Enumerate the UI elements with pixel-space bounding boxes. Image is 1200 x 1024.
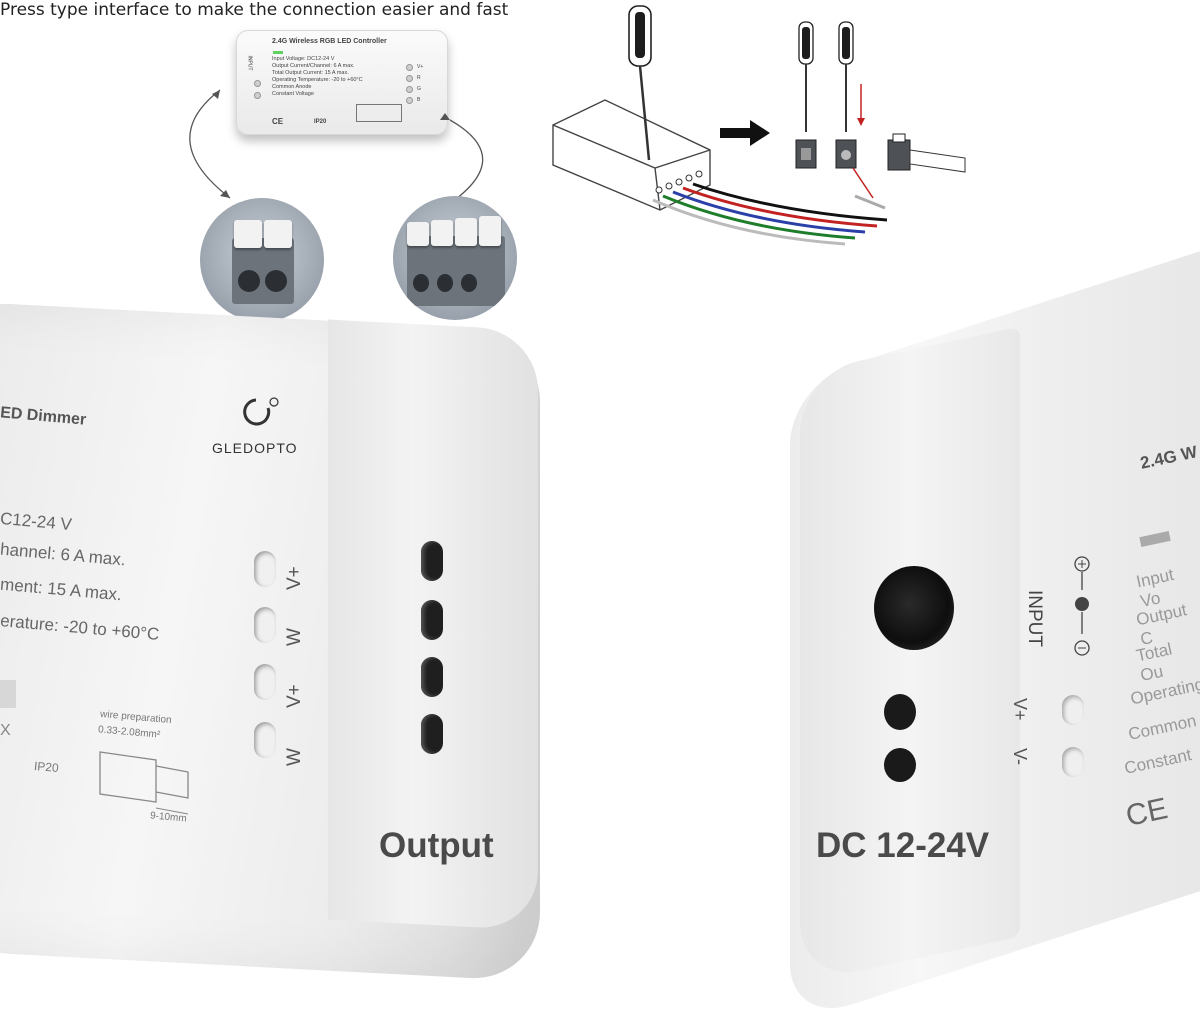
dc-pin-hole <box>1062 747 1084 777</box>
mini-controller-title: 2.4G Wireless RGB LED Controller <box>272 38 387 45</box>
mini-pin-label: G <box>417 86 421 92</box>
output-pin-hole <box>254 607 276 643</box>
installation-diagram <box>552 5 966 246</box>
mini-input-pin <box>254 80 261 87</box>
two-pin-terminal-photo <box>200 198 324 322</box>
mini-pin-label: B <box>417 97 421 103</box>
output-pin-label: V+ <box>284 684 305 708</box>
mini-pin-label: R <box>417 75 421 81</box>
output-pin-hole <box>254 722 276 758</box>
dc-polarity-icon <box>1074 556 1090 656</box>
mini-line: Total Output Current: 15 A max. <box>272 70 349 76</box>
dc-pin-label: V+ <box>1010 698 1030 721</box>
four-pin-terminal-photo <box>393 196 517 320</box>
output-terminal-opening <box>421 600 443 640</box>
wire-strip-diagram <box>99 751 189 815</box>
mini-line: Common Anode <box>272 84 312 90</box>
mini-input-label: INPUT <box>246 55 253 71</box>
mini-output-pin <box>406 64 413 71</box>
mini-line: Output Current/Channel: 6 A max. <box>272 63 355 69</box>
dc-caption: DC 12-24V <box>816 826 990 865</box>
dc-pin-hole <box>1062 695 1084 725</box>
mini-output-pin <box>406 97 413 104</box>
output-terminal-opening <box>421 657 443 697</box>
dc-wire-hole <box>884 748 916 782</box>
logo-fragment <box>0 680 16 708</box>
dc-input-label: INPUT <box>1024 590 1045 647</box>
output-pin-label: V+ <box>284 566 305 590</box>
mini-input-pin <box>254 92 261 99</box>
output-pin-label: W <box>284 628 305 646</box>
mini-ip-rating: IP20 <box>314 119 327 125</box>
dc-jack <box>874 566 954 650</box>
mini-line: Operating Temperature: -20 to +60°C <box>272 77 363 83</box>
install-caption: Press type interface to make the connect… <box>0 0 509 20</box>
output-pin-label: W <box>284 748 305 766</box>
brand-name: GLEDOPTO <box>212 440 298 456</box>
output-terminal-opening <box>421 541 443 581</box>
mini-wire-diagram <box>356 104 402 122</box>
output-caption: Output <box>379 826 494 865</box>
mini-line: Input Voltage: DC12-24 V <box>272 56 335 62</box>
mini-output-pin <box>406 86 413 93</box>
mini-output-pin <box>406 75 413 82</box>
mini-pin-label: V+ <box>417 64 424 70</box>
mini-ce-mark: CE <box>272 117 284 126</box>
dc-wire-hole <box>884 694 916 730</box>
output-terminal-opening <box>421 714 443 754</box>
mini-controller-image: 2.4G Wireless RGB LED Controller Input V… <box>236 30 448 135</box>
output-pin-hole <box>254 664 276 700</box>
dc-pin-label: V- <box>1010 748 1030 766</box>
output-ip-rating: IP20 <box>33 758 60 776</box>
mini-led-indicator <box>273 51 283 54</box>
mini-line: Constant Voltage <box>272 91 314 97</box>
ce-fragment: X <box>0 722 11 739</box>
dc-module-front <box>800 326 1020 984</box>
gledopto-logo-icon <box>243 397 279 426</box>
output-pin-hole <box>254 551 276 587</box>
